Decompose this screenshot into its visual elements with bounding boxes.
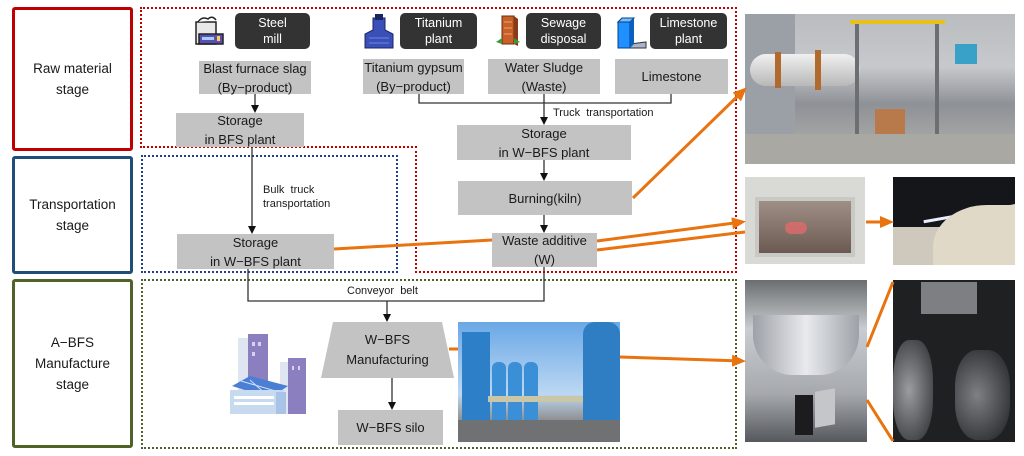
waste-additive-line1: Waste additive: [502, 233, 587, 248]
wbfs-manufacturing-box: W−BFS Manufacturing: [321, 322, 454, 378]
sewage-disposal-icon: [494, 14, 522, 50]
waste-additive-box: Waste additive (W): [492, 233, 597, 267]
stage-manufacture-label-3: stage: [55, 377, 89, 392]
sludge-line1: Water Sludge: [504, 59, 584, 75]
steel-mill-line2: mill: [263, 32, 282, 46]
waste-additive-bin-photo: [745, 177, 865, 264]
steel-mill-line1: Steel: [258, 16, 287, 30]
w-bfs-plant-silos-photo: [458, 322, 620, 442]
limestone-plant-icon: [616, 16, 648, 50]
burning-line1: Burning(kiln): [508, 190, 582, 206]
stage-raw-label-2: stage: [55, 82, 90, 97]
raw-material-region-inner: [415, 146, 737, 273]
stage-manufacture-label-1: A−BFS: [50, 335, 95, 350]
vertical-mill-photo: [745, 280, 867, 442]
limestone-line1: Limestone: [641, 69, 702, 84]
sewage-disposal-line2: disposal: [540, 32, 587, 46]
storage-wbfs-top-line2: in W−BFS plant: [498, 144, 590, 160]
titanium-plant-line1: Titanium: [414, 16, 463, 30]
storage-wbfs-plant-top-box: Storage in W−BFS plant: [457, 125, 631, 160]
stage-transportation: Transportation stage: [12, 156, 133, 274]
ti-gypsum-line2: (By−product): [376, 78, 451, 94]
titanium-gypsum-box: Titanium gypsum (By−product): [363, 59, 464, 94]
stage-manufacture: A−BFS Manufacture stage: [12, 279, 133, 448]
stage-manufacture-label-2: Manufacture: [34, 356, 111, 371]
stage-transport-label-1: Transportation: [29, 197, 116, 212]
truck-transportation-label: Truck transportation: [553, 107, 654, 119]
limestone-plant-label: Limestone plant: [650, 13, 727, 49]
ti-gypsum-line1: Titanium gypsum: [364, 59, 463, 75]
sludge-line2: (Waste): [521, 78, 567, 94]
stage-transport-label-2: stage: [55, 218, 89, 233]
water-sludge-box: Water Sludge (Waste): [488, 59, 600, 94]
wbfs-silo-box: W−BFS silo: [338, 410, 443, 445]
stage-raw-material: Raw material stage: [12, 7, 133, 151]
storage-bfs-line2: in BFS plant: [204, 132, 276, 147]
sewage-disposal-line1: Sewage: [540, 16, 587, 30]
conveyor-belt-label: Conveyor belt: [347, 285, 418, 297]
storage-wbfs-top-line1: Storage: [521, 125, 567, 141]
zoom-line-top: [865, 281, 895, 348]
rotary-kiln-photo: [745, 14, 1015, 164]
stockpile-photo: [893, 177, 1015, 265]
titanium-plant-label: Titanium plant: [400, 13, 477, 49]
titanium-plant-icon: [363, 14, 395, 50]
steel-mill-label: Steel mill: [235, 13, 310, 49]
manufacturing-line1: W−BFS: [364, 332, 411, 347]
storage-wbfs-left-line1: Storage: [232, 234, 279, 250]
storage-bfs-plant-box: Storage in BFS plant: [176, 113, 304, 147]
limestone-box: Limestone: [615, 59, 728, 94]
limestone-plant-line2: plant: [674, 32, 703, 46]
bulk-truck-label-1: Bulk truck: [263, 184, 315, 196]
mill-rollers-photo: [893, 280, 1015, 442]
blast-furnace-slag-box: Blast furnace slag (By−product): [199, 60, 311, 95]
zoom-line-bottom: [865, 399, 895, 442]
steel-mill-icon: [194, 14, 226, 48]
manufacturing-line2: Manufacturing: [346, 352, 429, 367]
raw-material-region-mid: [140, 146, 417, 148]
sewage-disposal-label: Sewage disposal: [526, 13, 601, 49]
titanium-plant-line2: plant: [424, 32, 453, 46]
bulk-truck-label-2: transportation: [263, 198, 331, 210]
storage-wbfs-plant-left-box: Storage in W−BFS plant: [177, 234, 334, 269]
bfs-line1: Blast furnace slag: [203, 60, 307, 76]
limestone-plant-line1: Limestone: [659, 16, 718, 30]
silo-line1: W−BFS silo: [356, 420, 425, 435]
bfs-line2: (By−product): [217, 79, 293, 95]
storage-wbfs-left-line2: in W−BFS plant: [210, 253, 301, 269]
burning-kiln-box: Burning(kiln): [458, 181, 632, 215]
factory-building-icon: [228, 330, 314, 416]
waste-additive-line2: (W): [534, 252, 555, 267]
raw-material-region-left: [140, 7, 142, 148]
storage-bfs-line1: Storage: [217, 113, 263, 128]
stage-raw-label-1: Raw material: [33, 61, 112, 76]
